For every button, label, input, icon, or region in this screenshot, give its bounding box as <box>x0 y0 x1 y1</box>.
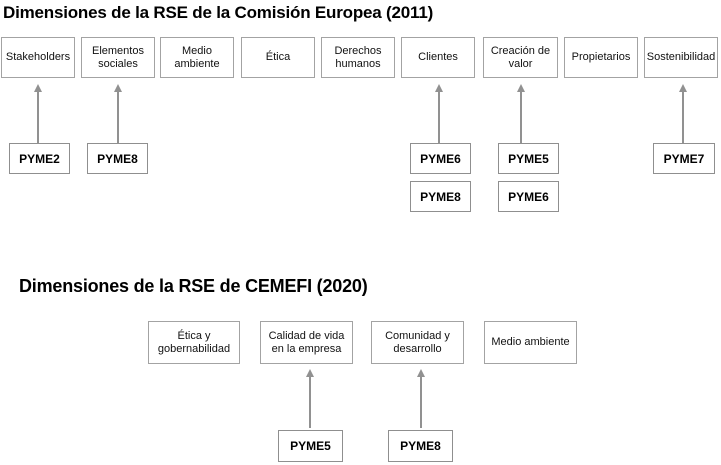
arrow-pyme7-to-sostenibilidad <box>679 84 687 143</box>
dimension-box-calidad-de-vida: Calidad de vida en la empresa <box>260 321 353 364</box>
dimension-label: Medio ambiente <box>174 44 220 70</box>
dimension-box-medio-ambiente-cemefi: Medio ambiente <box>484 321 577 364</box>
arrow-pyme6-to-clientes <box>435 84 443 143</box>
dimension-label: Comunidad y desarrollo <box>385 329 450 355</box>
pyme-box: PYME5 <box>278 430 343 462</box>
section-1-title: Dimensiones de la RSE de la Comisión Eur… <box>3 3 434 22</box>
section-2-title: Dimensiones de la RSE de CEMEFI (2020) <box>19 276 368 296</box>
dimension-label: Creación de valor <box>490 44 551 70</box>
pyme-box: PYME2 <box>9 143 70 174</box>
dimension-label: Calidad de vida en la empresa <box>268 329 345 355</box>
dimension-box-sostenibilidad: Sostenibilidad <box>644 37 718 78</box>
dimension-box-medio-ambiente: Medio ambiente <box>160 37 234 78</box>
dimension-label: Ética y gobernabilidad <box>157 329 231 355</box>
pyme-box: PYME5 <box>498 143 559 174</box>
dimension-label: Ética <box>265 51 291 63</box>
dimension-label: Propietarios <box>571 51 631 63</box>
dimension-box-creacion-de-valor: Creación de valor <box>483 37 558 78</box>
pyme-box: PYME8 <box>410 181 471 212</box>
dimension-box-comunidad-y-desarrollo: Comunidad y desarrollo <box>371 321 464 364</box>
dimension-box-elementos-sociales: Elementos sociales <box>81 37 155 78</box>
pyme-box: PYME6 <box>410 143 471 174</box>
arrow-pyme8-to-comunidad-y-desarrollo <box>417 369 425 428</box>
dimension-label: Medio ambiente <box>491 336 570 348</box>
dimension-box-etica-y-gobernabilidad: Ética y gobernabilidad <box>148 321 240 364</box>
dimension-label: Stakeholders <box>5 51 71 63</box>
arrow-pyme2-to-stakeholders <box>34 84 42 143</box>
dimension-box-stakeholders: Stakeholders <box>1 37 75 78</box>
dimension-box-derechos-humanos: Derechos humanos <box>321 37 395 78</box>
pyme-box: PYME7 <box>653 143 715 174</box>
pyme-box: PYME8 <box>87 143 148 174</box>
arrow-pyme5-to-creacion-de-valor <box>517 84 525 143</box>
dimension-box-propietarios: Propietarios <box>564 37 638 78</box>
dimension-box-clientes: Clientes <box>401 37 475 78</box>
dimension-label: Clientes <box>418 51 458 63</box>
dimension-box-etica: Ética <box>241 37 315 78</box>
pyme-box: PYME8 <box>388 430 453 462</box>
arrow-pyme8-to-elementos-sociales <box>114 84 122 143</box>
dimension-label: Elementos sociales <box>92 44 144 70</box>
pyme-box: PYME6 <box>498 181 559 212</box>
dimension-label: Sostenibilidad <box>646 51 716 63</box>
arrow-pyme5-to-calidad-de-vida <box>306 369 314 428</box>
dimension-label: Derechos humanos <box>334 44 382 70</box>
